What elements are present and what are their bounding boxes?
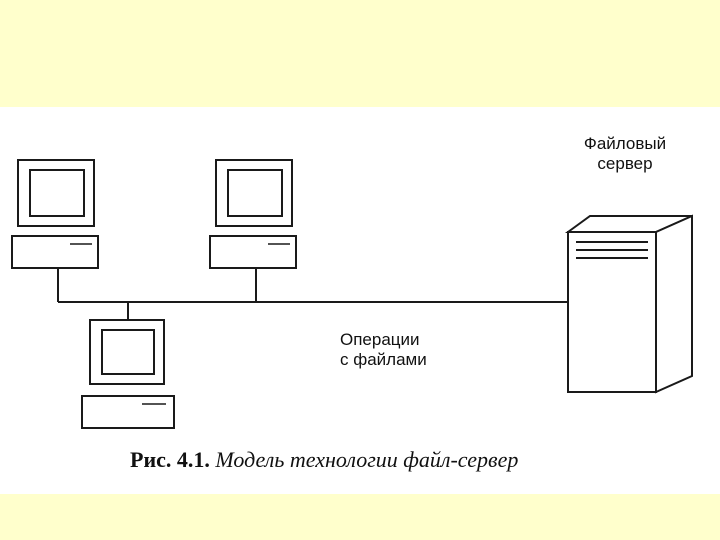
workstation-1 xyxy=(12,160,98,268)
system-unit xyxy=(82,396,174,428)
operations-label-line2: с файлами xyxy=(340,350,460,370)
workstation-3 xyxy=(82,320,174,428)
figure-caption: Рис. 4.1. Модель технологии файл-сервер xyxy=(130,447,690,473)
caption-text: Модель технологии файл-сервер xyxy=(215,447,518,472)
server-label-line1: Файловый xyxy=(560,134,690,154)
screen xyxy=(30,170,84,216)
server-front xyxy=(568,232,656,392)
system-unit xyxy=(12,236,98,268)
caption-number: Рис. 4.1. xyxy=(130,447,210,472)
operations-label: Операции с файлами xyxy=(340,330,460,370)
screen xyxy=(228,170,282,216)
server-label: Файловый сервер xyxy=(560,134,690,174)
system-unit xyxy=(210,236,296,268)
server-label-line2: сервер xyxy=(560,154,690,174)
file-server xyxy=(568,216,692,392)
server-side xyxy=(656,216,692,392)
operations-label-line1: Операции xyxy=(340,330,460,350)
workstation-2 xyxy=(210,160,296,268)
screen xyxy=(102,330,154,374)
